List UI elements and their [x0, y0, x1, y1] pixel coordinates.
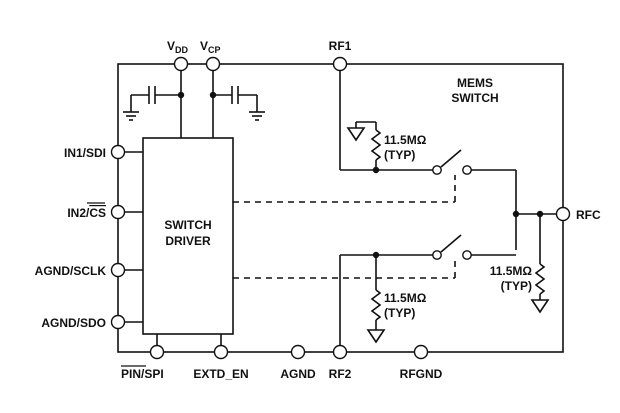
label-agnd-sclk: AGND/SCLK	[35, 264, 107, 278]
vdd-junction	[177, 91, 185, 99]
label-rf1: RF1	[329, 39, 352, 53]
pin-rfc	[555, 206, 571, 222]
label-in1-sdi: IN1/SDI	[64, 146, 106, 160]
rf1-junction	[372, 166, 380, 174]
sw2-contact-right	[462, 250, 472, 260]
label-pin-spi: PIN/SPI	[121, 367, 164, 381]
pin-rf2	[332, 344, 348, 360]
r2-value: 11.5MΩ	[384, 291, 427, 305]
sw1-contact-left	[432, 165, 442, 175]
pin-pin-spi	[149, 344, 165, 360]
pin-agnd	[290, 344, 306, 360]
sw1-contact-right	[462, 165, 472, 175]
pin-rfgnd	[413, 344, 429, 360]
rf2-junction	[372, 251, 380, 259]
label-rfgnd: RFGND	[400, 367, 443, 381]
label-rfc: RFC	[576, 208, 601, 222]
supply-wiring	[123, 70, 265, 138]
sw2-contact-left	[432, 250, 442, 260]
rfc-junction-a	[512, 210, 520, 218]
pin-vdd	[173, 56, 189, 72]
pin-in1-sdi	[110, 144, 126, 160]
label-vcp: VCP	[200, 39, 221, 55]
pin-agnd-sdo	[110, 314, 126, 330]
driver-label-line2: DRIVER	[165, 234, 211, 248]
rfc-path	[516, 213, 563, 314]
pin-in2-cs	[110, 204, 126, 220]
pin-rf1	[332, 56, 348, 72]
pin-agnd-sclk	[110, 262, 126, 278]
switch-driver-block	[142, 137, 234, 335]
r1-value: 11.5MΩ	[384, 133, 427, 147]
label-agnd-sdo: AGND/SDO	[41, 316, 106, 330]
label-in2-cs: IN2/CS	[67, 206, 106, 220]
rf2-path	[339, 234, 516, 346]
label-rf2: RF2	[329, 367, 352, 381]
r2-note: (TYP)	[384, 306, 415, 320]
r3-value: 11.5MΩ	[490, 264, 533, 278]
driver-label-line1: SWITCH	[164, 218, 211, 232]
device-title-line2: SWITCH	[451, 91, 498, 105]
label-vdd: VDD	[167, 39, 189, 55]
input-wiring	[124, 151, 222, 346]
r3-note: (TYP)	[501, 279, 532, 293]
label-extd-en: EXTD_EN	[193, 367, 248, 381]
r1-note: (TYP)	[384, 148, 415, 162]
rfc-junction-b	[536, 210, 544, 218]
device-title-line1: MEMS	[457, 76, 493, 90]
rf1-path	[339, 70, 517, 250]
vcp-junction	[209, 91, 217, 99]
pin-extd-en	[213, 344, 229, 360]
label-agnd: AGND	[280, 367, 316, 381]
pin-vcp	[205, 56, 221, 72]
